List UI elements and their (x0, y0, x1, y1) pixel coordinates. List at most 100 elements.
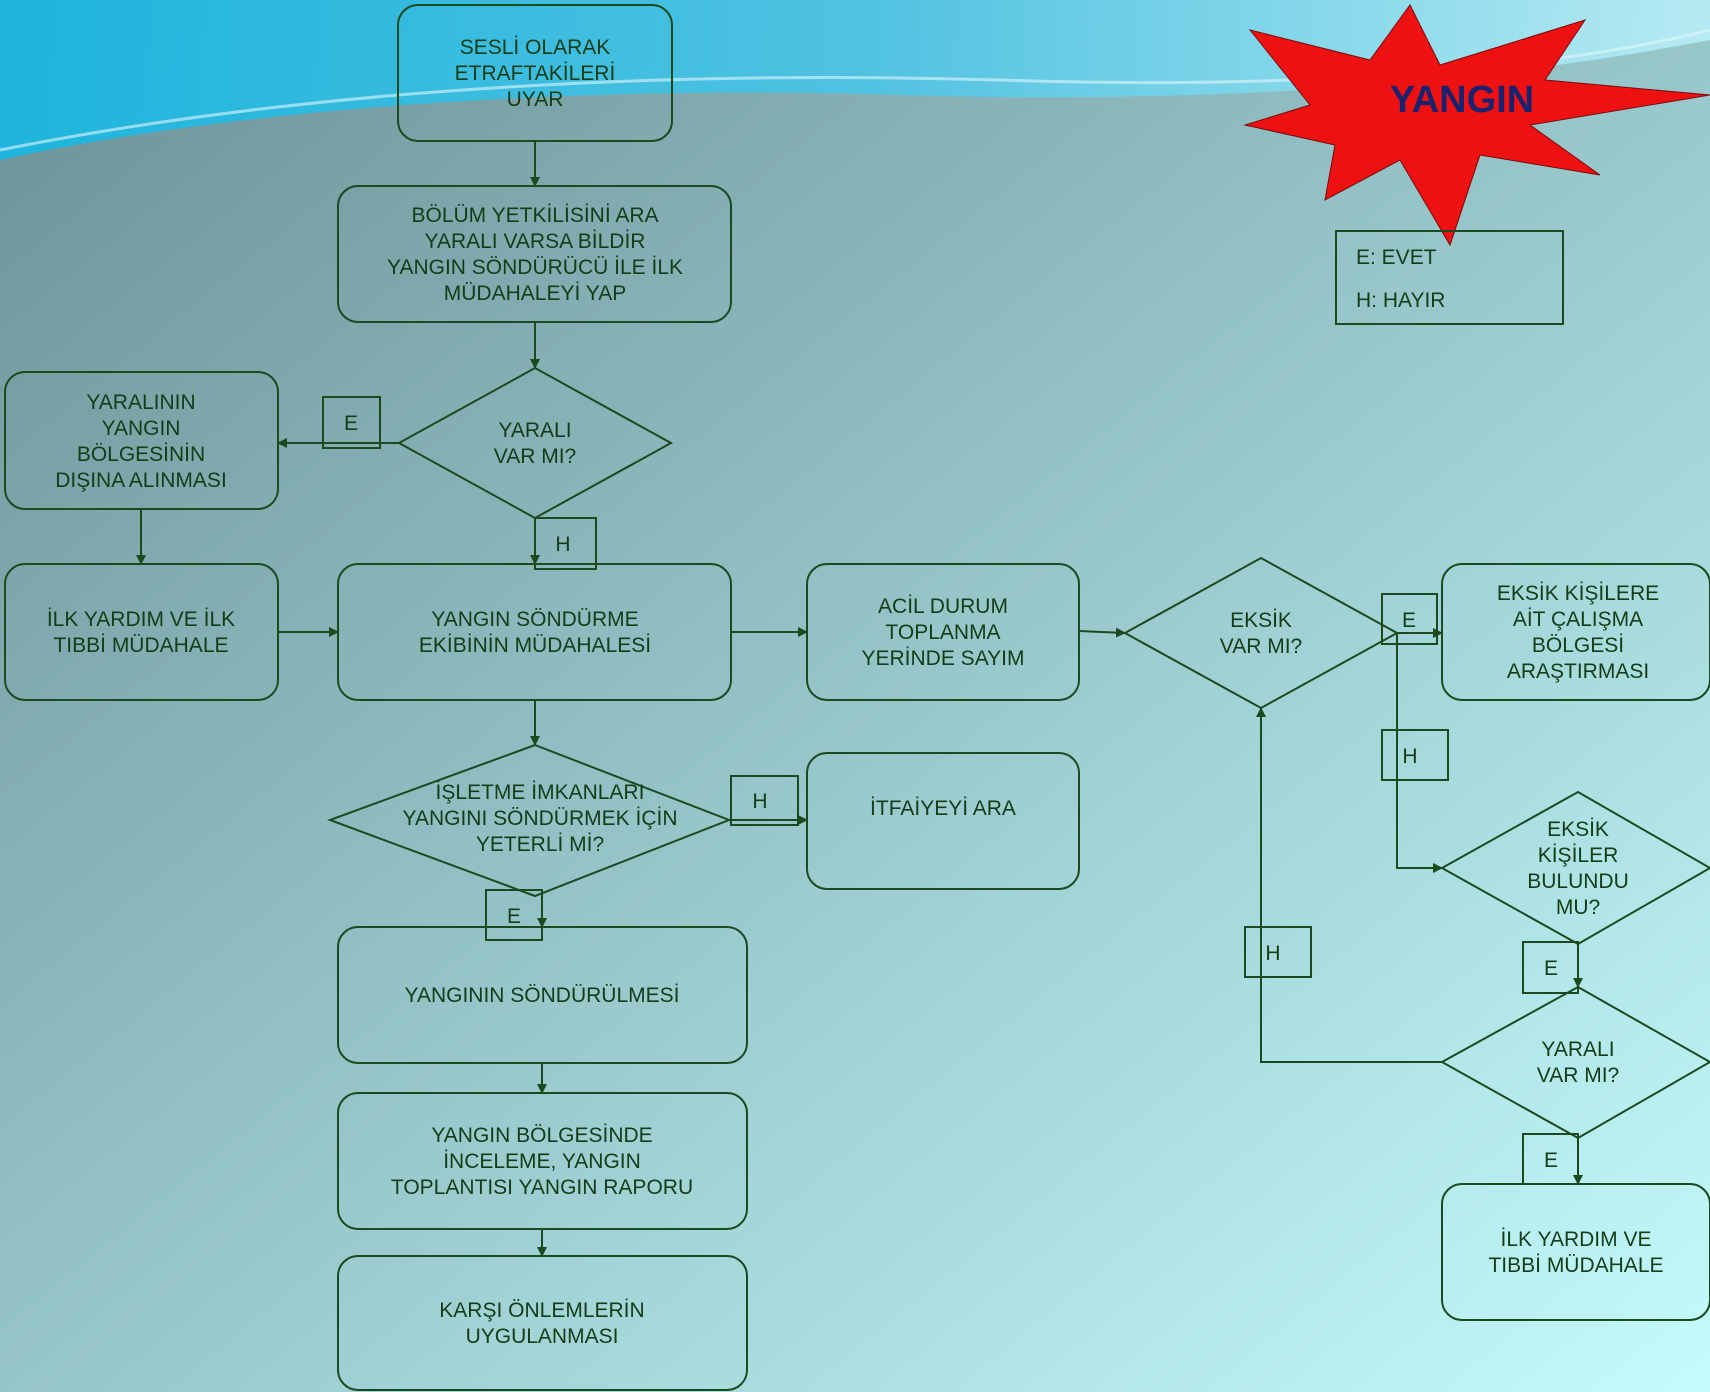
label-line: EKSİK (1547, 818, 1609, 841)
label-line: DIŞINA ALINMASI (55, 469, 227, 492)
node-capacity-question: İŞLETME İMKANLARI YANGINI SÖNDÜRMEK İÇİN Y… (327, 743, 732, 898)
label-line: KİŞİLER (1538, 844, 1619, 867)
node-call-text: BÖLÜM YETKİLİSİNİ ARA YARALI VARSA BİLDİR… (387, 204, 683, 305)
edge-label-missing-yes: E (1381, 593, 1438, 645)
label-line: UYAR (507, 88, 564, 111)
edge-label-missing-no-box (1381, 729, 1449, 781)
label-line: YANGININ SÖNDÜRÜLMESİ (405, 984, 680, 1007)
edge-label-found-yes: E (1522, 941, 1579, 994)
label-line: YANGIN (102, 417, 181, 440)
node-missing-question-text: EKSİK VAR MI? (1220, 609, 1302, 658)
edge-label-missing-no: H (1381, 729, 1449, 781)
label-line: İLK YARDIM VE İLK (47, 608, 235, 631)
node-injured-question-text: YARALI VAR MI? (494, 419, 576, 468)
edge-label-capacity-yes-box (485, 889, 543, 941)
label-line: EKSİK (1230, 609, 1292, 632)
edge-label-capacity-no-text: H (752, 790, 767, 813)
label-line: ETRAFTAKİLERİ (455, 62, 616, 85)
yangin-burst: YANGIN (1243, 4, 1710, 247)
legend-hayir: H: HAYIR (1356, 289, 1445, 312)
label-line: BÖLÜM YETKİLİSİNİ ARA (411, 204, 658, 227)
edge-label-injured-yes-box (322, 396, 381, 449)
label-line: TOPLANTISI YANGIN RAPORU (391, 1176, 693, 1199)
label-line: EKİBİNİN MÜDAHALESİ (419, 634, 651, 657)
label-line: UYGULANMASI (466, 1325, 619, 1348)
label-line: YANGIN BÖLGESİNDE (431, 1124, 652, 1147)
node-capacity-question-text: İŞLETME İMKANLARI YANGINI SÖNDÜRMEK İÇİN Y… (403, 781, 678, 856)
edge-label-injured-no-text: H (555, 533, 570, 556)
edge-label-injured2-yes-box (1522, 1133, 1579, 1185)
node-firstaid-text: İLK YARDIM VE İLK TIBBİ MÜDAHALE (47, 608, 235, 657)
label-line: ACİL DURUM (878, 595, 1008, 618)
node-warn: SESLİ OLARAK ETRAFTAKİLERİ UYAR (397, 4, 673, 142)
edge-label-injured2-no-text: H (1265, 942, 1280, 965)
label-line: ARAŞTIRMASI (1507, 660, 1649, 683)
node-search-text: EKSİK KİŞİLERE AİT ÇALIŞMA BÖLGESİ ARAŞTIRM… (1497, 582, 1659, 683)
edge-label-missing-no-text: H (1402, 745, 1417, 768)
label-line: YARALI (498, 419, 571, 442)
label-line: YANGIN SÖNDÜRME (431, 608, 638, 631)
burst-shape (1243, 4, 1710, 247)
edge-label-injured-yes: E (322, 396, 381, 449)
edge-injured2-no (1256, 707, 1442, 1063)
label-line: BÖLGESİNİN (77, 443, 205, 466)
label-line: İLK YARDIM VE (1501, 1228, 1652, 1251)
yangin-title: YANGIN (1390, 79, 1534, 121)
label-line: İŞLETME İMKANLARI (436, 781, 645, 804)
label-line: YERİNDE SAYIM (862, 647, 1025, 670)
node-firedept-text: İTFAİYEYİ ARA (870, 797, 1016, 820)
node-count-text: ACİL DURUM TOPLANMA YERİNDE SAYIM (862, 595, 1025, 670)
label-line: EKSİK KİŞİLERE (1497, 582, 1659, 605)
node-firstaid: İLK YARDIM VE İLK TIBBİ MÜDAHALE (4, 563, 279, 701)
label-line: İTFAİYEYİ ARA (870, 797, 1016, 820)
node-firstaid-2: İLK YARDIM VE TIBBİ MÜDAHALE (1441, 1183, 1710, 1321)
label-line: YARALI (1541, 1038, 1614, 1061)
label-line: TIBBİ MÜDAHALE (53, 634, 228, 657)
label-line: VAR MI? (1220, 635, 1302, 658)
edge-label-injured-no-box (534, 517, 597, 570)
label-line: BÖLGESİ (1532, 634, 1624, 657)
edge-label-found-yes-text: E (1544, 957, 1558, 980)
edge-label-capacity-no-box (730, 775, 799, 826)
edge-label-capacity-no: H (730, 775, 799, 826)
label-line: İNCELEME, YANGIN (443, 1150, 641, 1173)
label-line: MU? (1556, 896, 1600, 919)
legend-evet: E: EVET (1356, 246, 1437, 269)
node-team-text: YANGIN SÖNDÜRME EKİBİNİN MÜDAHALESİ (419, 608, 651, 657)
legend-box (1335, 230, 1564, 325)
node-firstaid-2-text: İLK YARDIM VE TIBBİ MÜDAHALE (1488, 1228, 1663, 1277)
label-line: MÜDAHALEYİ YAP (444, 282, 626, 305)
edge-label-injured-yes-text: E (344, 412, 358, 435)
edge-label-found-yes-box (1522, 941, 1579, 994)
node-measures-text: KARŞI ÖNLEMLERİN UYGULANMASI (439, 1299, 644, 1348)
edge-label-capacity-yes-text: E (507, 905, 521, 928)
label-line: KARŞI ÖNLEMLERİN (439, 1299, 644, 1322)
edge-label-injured2-yes-text: E (1544, 1149, 1558, 1172)
node-injured-question: YARALI VAR MI? (396, 366, 674, 520)
node-inspect-text: YANGIN BÖLGESİNDE İNCELEME, YANGIN TOPLANT… (391, 1124, 693, 1199)
edge-label-missing-yes-text: E (1402, 609, 1416, 632)
label-line: TOPLANMA (885, 621, 1000, 644)
label-line: TIBBİ MÜDAHALE (1488, 1254, 1663, 1277)
edge-missing-no (1396, 633, 1443, 873)
label-line: SESLİ OLARAK (460, 36, 611, 59)
legend: E: EVET H: HAYIR (1335, 230, 1564, 325)
edge-label-capacity-yes: E (485, 889, 543, 941)
node-extinguish-text: YANGININ SÖNDÜRÜLMESİ (405, 984, 680, 1007)
edge-label-missing-yes-box (1381, 593, 1438, 645)
label-line: YANGIN SÖNDÜRÜCÜ İLE İLK (387, 256, 683, 279)
label-line: YARALI VARSA BİLDİR (425, 230, 646, 253)
label-line: YARALININ (86, 391, 195, 414)
node-capacity-question-diamond (327, 743, 732, 898)
label-line: VAR MI? (494, 445, 576, 468)
node-inspect: YANGIN BÖLGESİNDE İNCELEME, YANGIN TOPLANT… (337, 1092, 748, 1230)
label-line: YETERLİ Mİ? (476, 833, 604, 856)
label-line: AİT ÇALIŞMA (1513, 608, 1643, 631)
edge-count-to-missing (1078, 627, 1126, 638)
label-line: YANGINI SÖNDÜRMEK İÇİN (403, 807, 678, 830)
edge-label-injured2-no: H (1244, 926, 1312, 978)
